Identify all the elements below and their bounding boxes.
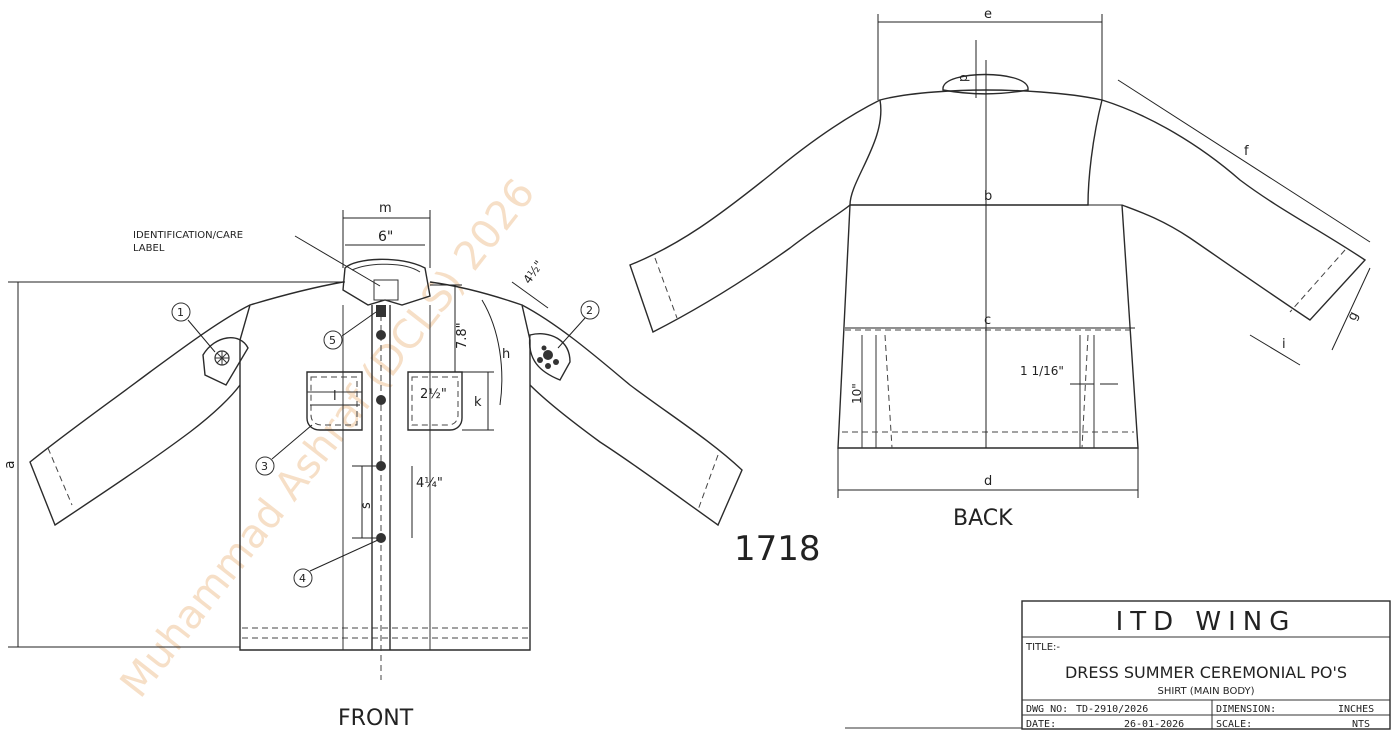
badge-emblem-icon: [537, 345, 559, 369]
dim-collar-width: 6": [378, 229, 393, 245]
button: [376, 461, 386, 471]
dwg-no-label: DWG NO:: [1026, 704, 1068, 715]
dim-armhole-depth: 7.8": [455, 322, 470, 349]
dim-i: i: [1282, 337, 1286, 352]
badge-emblem-icon: [214, 350, 230, 366]
dimension-label: DIMENSION:: [1216, 704, 1276, 715]
dwg-no-value: TD-2910/2026: [1076, 704, 1148, 715]
dim-pocket-l: l: [333, 389, 337, 404]
svg-text:4: 4: [299, 572, 306, 585]
dim-d: d: [984, 474, 992, 489]
marker-2: 2: [557, 300, 600, 349]
marker-3: 3: [255, 424, 313, 476]
date-label: DATE:: [1026, 719, 1056, 730]
title-label: TITLE:-: [1025, 642, 1060, 653]
drawing-title: DRESS SUMMER CEREMONIAL PO'S: [1065, 663, 1347, 682]
dim-hem: 1 1/16": [1020, 364, 1064, 378]
dim-b: b: [984, 189, 992, 204]
watermark: Muhammad Ashraf (DCLS) 2026: [112, 171, 545, 707]
dim-pleat-length: 10": [850, 383, 864, 404]
date-value: 26-01-2026: [1124, 719, 1184, 730]
button: [376, 330, 386, 340]
dim-s: s: [359, 502, 374, 509]
dim-shoulder: 4½": [520, 258, 546, 286]
drawing-number: 1718: [734, 529, 821, 569]
label-tab: [376, 305, 386, 317]
dim-button-spacing: 4¼": [416, 476, 443, 491]
left-pocket: [306, 371, 363, 431]
title-block: ITD WING TITLE:- DRESS SUMMER CEREMONIAL…: [845, 600, 1391, 730]
scale-value: NTS: [1352, 719, 1370, 730]
front-view-label: FRONT: [338, 706, 414, 731]
dimension-value: INCHES: [1338, 704, 1374, 715]
right-sleeve-badge: [528, 333, 571, 381]
marker-4: 4: [293, 539, 379, 588]
marker-1: 1: [171, 302, 216, 353]
button: [376, 395, 386, 405]
dim-h: h: [502, 347, 510, 362]
dim-m: m: [379, 201, 392, 216]
dim-e: e: [984, 7, 992, 22]
dim-p: p: [956, 74, 970, 82]
dim-pocket-height: 2½": [420, 387, 447, 402]
scale-label: SCALE:: [1216, 719, 1252, 730]
dim-k: k: [474, 395, 482, 410]
svg-text:2: 2: [586, 304, 593, 317]
marker-5: 5: [323, 311, 377, 350]
back-view-label: BACK: [953, 506, 1013, 531]
dim-c: c: [984, 313, 991, 328]
callout-identification-label: IDENTIFICATION/CARE LABEL: [133, 230, 246, 254]
front-view: a m 6" 7.8" h 4½" l 2½" k 4¼": [2, 201, 743, 731]
svg-text:5: 5: [329, 334, 336, 347]
svg-text:1: 1: [177, 306, 184, 319]
button: [376, 533, 386, 543]
dim-a: a: [2, 460, 18, 469]
dim-f: f: [1244, 144, 1249, 159]
svg-text:3: 3: [261, 460, 268, 473]
drawing-subtitle: SHIRT (MAIN BODY): [1157, 686, 1254, 697]
right-pocket: [407, 371, 463, 431]
organization-name: ITD WING: [1116, 607, 1297, 637]
left-sleeve-badge: [202, 337, 249, 386]
back-view: e p b c d 10" 1 1/16" f g i BACK: [629, 7, 1371, 531]
dim-g: g: [1345, 309, 1362, 323]
